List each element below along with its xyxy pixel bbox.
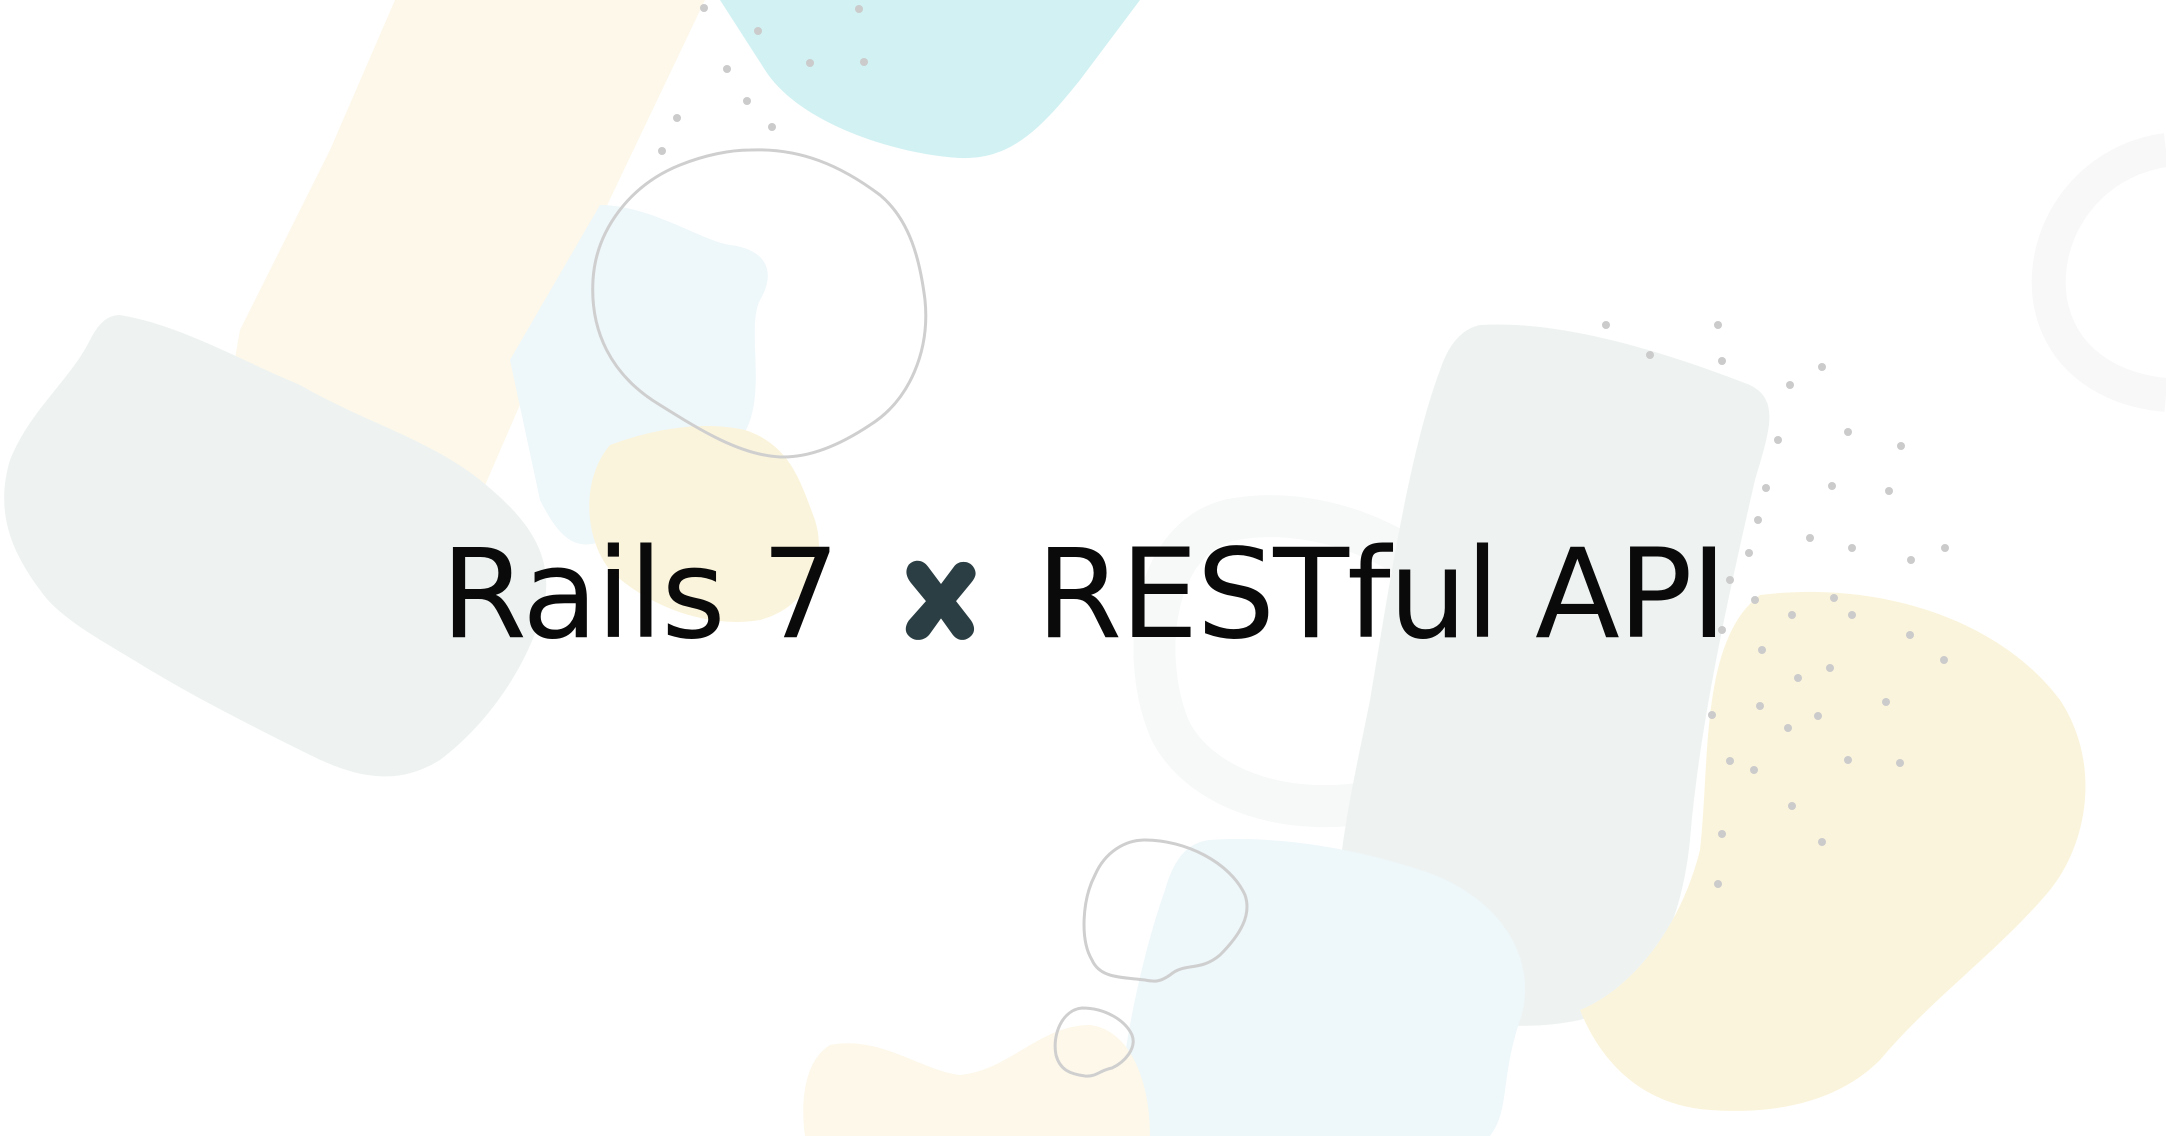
pale-blue-blob-bottom-shape bbox=[1119, 839, 1526, 1136]
yellow-blob-right-shape bbox=[1580, 591, 2086, 1111]
outline-ring-small-shape bbox=[1053, 1006, 1135, 1078]
headline-left-text: Rails 7 bbox=[440, 523, 840, 667]
headline: Rails 7 RESTful API bbox=[0, 520, 2166, 670]
yellow-blob-small-shape bbox=[589, 425, 819, 622]
cross-icon bbox=[905, 560, 976, 640]
outline-ring-large-shape bbox=[591, 148, 928, 459]
dot-cluster-right bbox=[1602, 321, 1949, 888]
yellow-blob-bottom-shape bbox=[803, 1025, 1150, 1136]
cyan-blob-shape bbox=[720, 0, 1140, 159]
gray-green-blob-right-shape bbox=[1337, 324, 1770, 1026]
headline-right-text: RESTful API bbox=[1035, 523, 1727, 667]
dot-cluster-top bbox=[658, 4, 868, 155]
outline-ring-medium-shape bbox=[1082, 838, 1249, 983]
faint-arc-shape bbox=[2031, 133, 2166, 412]
gray-green-blob-left-shape bbox=[4, 315, 547, 777]
